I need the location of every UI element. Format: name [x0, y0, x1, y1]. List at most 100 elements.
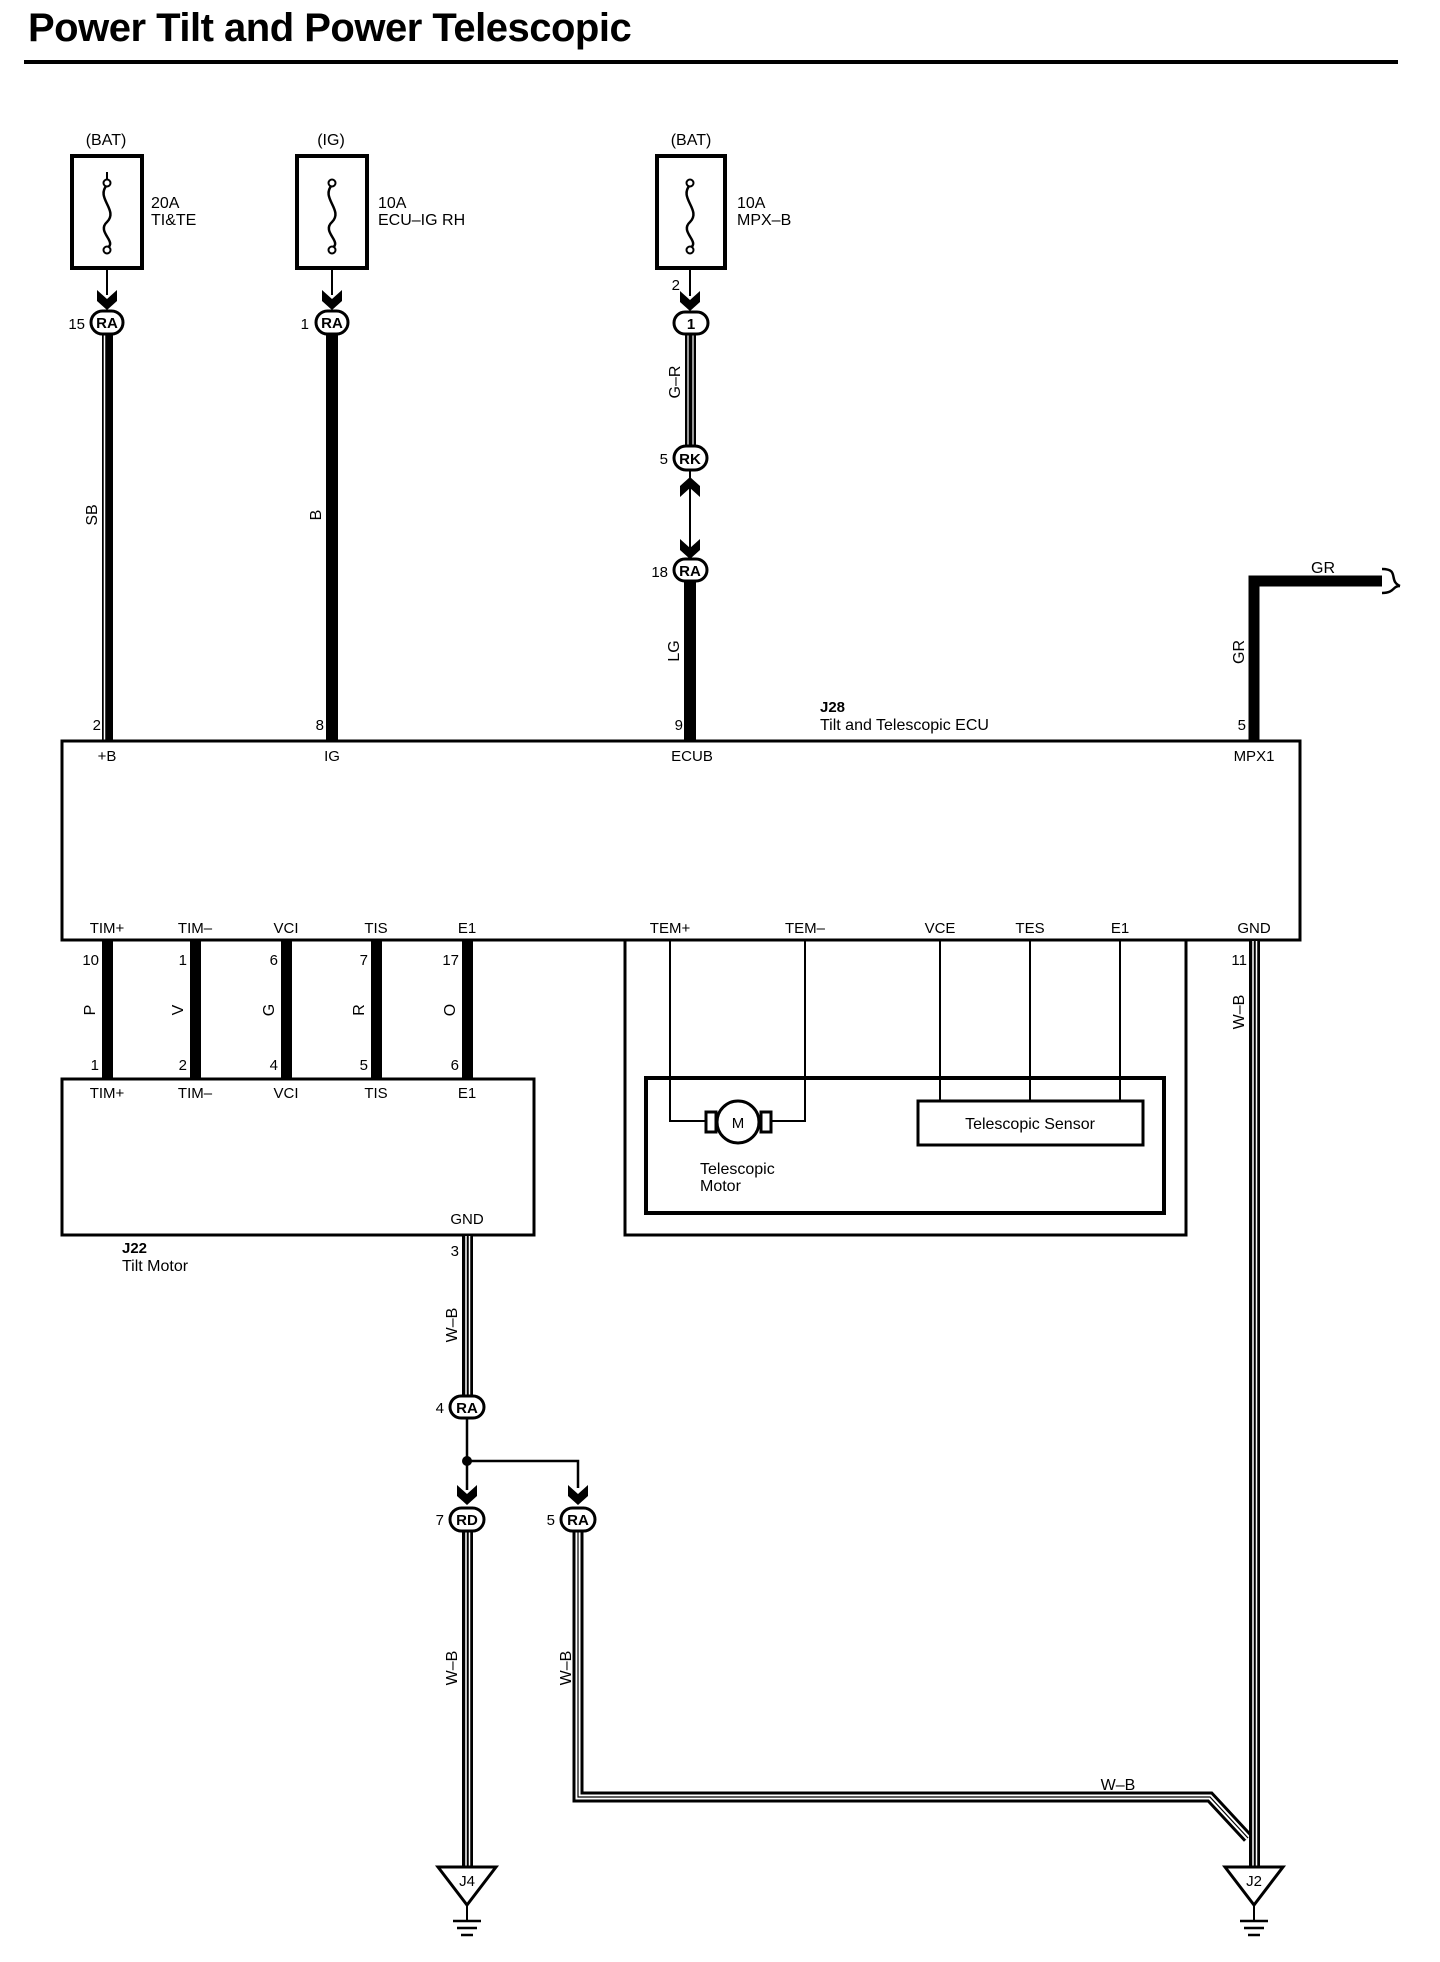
wire-color-label: G–R	[667, 366, 684, 399]
ecu-j28: J28 Tilt and Telescopic ECU 2 +B 8 IG 9 …	[60, 699, 1302, 969]
telescopic-sensor: Telescopic Sensor	[965, 1116, 1096, 1133]
wire-color-label: W–B	[1231, 995, 1248, 1030]
ecu-pin-label: VCE	[925, 920, 956, 937]
ecu-pin-label: GND	[1237, 920, 1271, 937]
connector-tag: 1	[687, 316, 695, 333]
tilt-pin-label: TIM+	[90, 1085, 125, 1102]
pin-number: 6	[451, 1057, 459, 1074]
connector-pin-number: 5	[547, 1512, 555, 1529]
wire-color-label: O	[442, 1004, 459, 1016]
wire-color-label: SB	[84, 504, 101, 525]
pin-number: 5	[360, 1057, 368, 1074]
ecu-pin-label: TIM+	[90, 920, 125, 937]
wire-vci: 6 4 G	[261, 941, 292, 1078]
ecu-pin-label: TES	[1015, 920, 1044, 937]
wire-tis: 7 5 R	[351, 941, 382, 1078]
connector-pin-number: 2	[672, 277, 680, 294]
connector-tag: RK	[679, 451, 701, 468]
wire-color-label: GR	[1311, 560, 1335, 577]
connector-ra-4: RA 4	[436, 1394, 486, 1420]
wire-mpx1: GR GR	[1231, 560, 1401, 740]
wire-ecub: LG	[666, 581, 696, 740]
connector-tag: RD	[456, 1512, 478, 1529]
fuse-source-label: (IG)	[317, 132, 345, 149]
connector-pin-number: 18	[651, 564, 668, 581]
pin-number: 17	[442, 952, 459, 969]
ecu-pin-label: VCI	[273, 920, 298, 937]
connector-ra-5: RA 5	[547, 1506, 597, 1533]
ecu-pin-label: E1	[458, 920, 476, 937]
wire-ig: B	[308, 334, 338, 740]
ecu-pin-label: TEM–	[785, 920, 826, 937]
wire-e1: 17 6 O	[442, 941, 473, 1078]
wire-color-label: W–B	[444, 1651, 461, 1686]
wire-color-label: P	[82, 1005, 99, 1016]
fuse-source-label: (BAT)	[86, 132, 127, 149]
ecu-pin-number: 5	[1238, 717, 1246, 734]
connector-pin-number: 7	[436, 1512, 444, 1529]
connector-1: 1	[672, 310, 710, 336]
fuse-name: MPX–B	[737, 212, 791, 229]
fuse-rating: 10A	[737, 195, 766, 212]
wire-color-label: W–B	[444, 1308, 461, 1343]
connector-pin-number: 15	[68, 316, 85, 333]
telescopic-motor: M	[704, 1099, 773, 1145]
ground-j2: J2	[1221, 1865, 1287, 1937]
pin-number: 7	[360, 952, 368, 969]
fuse-name: ECU–IG RH	[378, 212, 465, 229]
ecu-pin-label: MPX1	[1234, 748, 1275, 765]
pin-number: 3	[451, 1243, 459, 1260]
ecu-pin-number: 2	[93, 717, 101, 734]
pin-number: 2	[179, 1057, 187, 1074]
ecu-pin-label: TIM–	[178, 920, 213, 937]
tilt-pin-label: TIS	[364, 1085, 387, 1102]
wire-color-label: GR	[1231, 640, 1248, 664]
wire-color-label: B	[308, 510, 325, 521]
wire-mpx-b: G–R	[667, 334, 696, 446]
connector-ra-18: RA 18	[651, 557, 709, 583]
pin-number: 1	[91, 1057, 99, 1074]
ecu-pin-label: +B	[98, 748, 117, 765]
fuse-mpx-b: (BAT) 10A MPX–B	[655, 132, 791, 270]
telescopic-motor-label: Motor	[700, 1178, 742, 1195]
pin-number: 1	[179, 952, 187, 969]
fuse-name: TI&TE	[151, 212, 196, 229]
ecu-pin-number: 9	[675, 717, 683, 734]
fuse-rating: 20A	[151, 195, 180, 212]
connector-tag: RA	[321, 315, 343, 332]
connector-pin-number: 1	[301, 316, 309, 333]
connector-pin-number: 4	[436, 1400, 444, 1417]
title-rule	[24, 60, 1398, 64]
motor-symbol: M	[732, 1115, 745, 1132]
ground-label: J4	[459, 1873, 475, 1890]
pin-number: 6	[270, 952, 278, 969]
ground-wiring: 3 W–B W–B W–B W–B W–B	[444, 941, 1260, 1867]
wire-tim-plus: 10 1 P	[82, 941, 113, 1078]
ground-label: J2	[1246, 1873, 1262, 1890]
fuse-ecu-ig-rh: (IG) 10A ECU–IG RH	[295, 132, 465, 270]
ecu-pin-label: IG	[324, 748, 340, 765]
diagram-title: Power Tilt and Power Telescopic	[28, 6, 632, 50]
tilt-pin-label: GND	[450, 1211, 484, 1228]
fuse-rating: 10A	[378, 195, 407, 212]
ecu-id: J28	[820, 699, 845, 716]
connector-tag: RA	[567, 1512, 589, 1529]
ecu-pin-label: E1	[1111, 920, 1129, 937]
connector-tag: RA	[456, 1400, 478, 1417]
wire-color-label: LG	[666, 640, 683, 661]
fuse-source-label: (BAT)	[671, 132, 712, 149]
connector-ra-1: RA 1	[301, 309, 350, 336]
wire-color-label: G	[261, 1004, 278, 1016]
ecu-pin-label: ECUB	[671, 748, 713, 765]
ecu-pin-label: TEM+	[650, 920, 691, 937]
tilt-motor-name: Tilt Motor	[122, 1258, 189, 1275]
telescopic-motor-label: Telescopic	[700, 1161, 775, 1178]
tilt-motor-id: J22	[122, 1240, 147, 1257]
telescopic-assembly: M Telescopic Motor Telescopic Sensor	[623, 941, 1188, 1237]
connector-pin-number: 5	[660, 451, 668, 468]
wire-b-plus: SB	[84, 334, 113, 740]
tilt-motor-j22: TIM+ TIM– VCI TIS E1 GND J22 Tilt Motor	[60, 1077, 536, 1275]
tilt-pin-label: VCI	[273, 1085, 298, 1102]
wire-color-label: W–B	[1101, 1777, 1136, 1794]
connector-rd-7: RD 7	[436, 1506, 486, 1533]
